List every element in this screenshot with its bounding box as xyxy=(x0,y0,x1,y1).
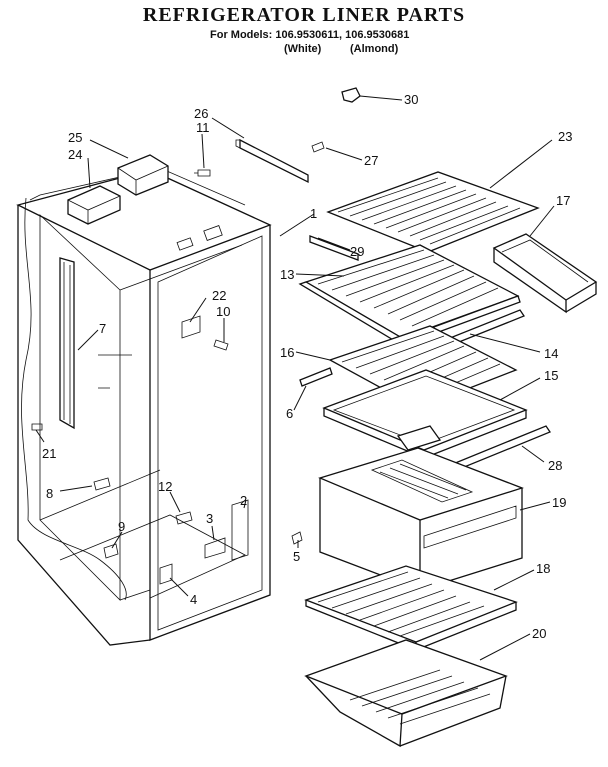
callout-21: 21 xyxy=(42,446,56,461)
callout-3: 3 xyxy=(206,511,213,526)
cover-18 xyxy=(304,565,518,651)
callout-24: 24 xyxy=(68,147,82,162)
callout-13: 13 xyxy=(280,267,294,282)
shelf-23 xyxy=(326,171,540,253)
callout-9: 9 xyxy=(118,519,125,534)
pan-19 xyxy=(318,447,524,591)
callout-1: 1 xyxy=(310,206,317,221)
fasteners xyxy=(31,339,303,559)
frame-15 xyxy=(322,369,528,459)
callout-12: 12 xyxy=(158,479,172,494)
callout-20: 20 xyxy=(532,626,546,641)
callout-labels: 1 2 3 4 5 6 7 8 9 10 11 12 13 14 15 16 1… xyxy=(35,92,572,661)
liner-cabinet xyxy=(16,167,272,646)
variant-white: (White) xyxy=(284,43,322,55)
callout-7: 7 xyxy=(99,321,106,336)
callout-30: 30 xyxy=(404,92,418,107)
callout-4: 4 xyxy=(190,592,197,607)
callout-29: 29 xyxy=(350,244,364,259)
callout-6: 6 xyxy=(286,406,293,421)
callout-28: 28 xyxy=(548,458,562,473)
crisper-17 xyxy=(492,233,598,314)
callout-8: 8 xyxy=(46,486,53,501)
callout-26: 26 xyxy=(194,106,208,121)
callout-2: 2 xyxy=(240,493,247,508)
callout-5: 5 xyxy=(293,549,300,564)
top-brackets xyxy=(67,87,361,225)
callout-25: 25 xyxy=(68,130,82,145)
diagram-title: REFRIGERATOR LINER PARTS xyxy=(142,4,466,26)
shelf-13 xyxy=(298,244,520,345)
callout-16: 16 xyxy=(280,345,294,360)
callout-27: 27 xyxy=(364,153,378,168)
drawer-20 xyxy=(304,639,508,748)
callout-11: 11 xyxy=(196,120,210,135)
callout-23: 23 xyxy=(558,129,572,144)
callout-10: 10 xyxy=(216,304,230,319)
shelf-bracket-29 xyxy=(309,235,359,261)
bar-6 xyxy=(299,367,333,387)
callout-14: 14 xyxy=(544,346,558,361)
callout-15: 15 xyxy=(544,368,558,383)
callout-17: 17 xyxy=(556,193,570,208)
callout-18: 18 xyxy=(536,561,550,576)
models-line: For Models: 106.9530611, 106.9530681 xyxy=(210,29,410,41)
variant-almond: (Almond) xyxy=(350,43,399,55)
callout-19: 19 xyxy=(552,495,566,510)
callout-22: 22 xyxy=(212,288,226,303)
